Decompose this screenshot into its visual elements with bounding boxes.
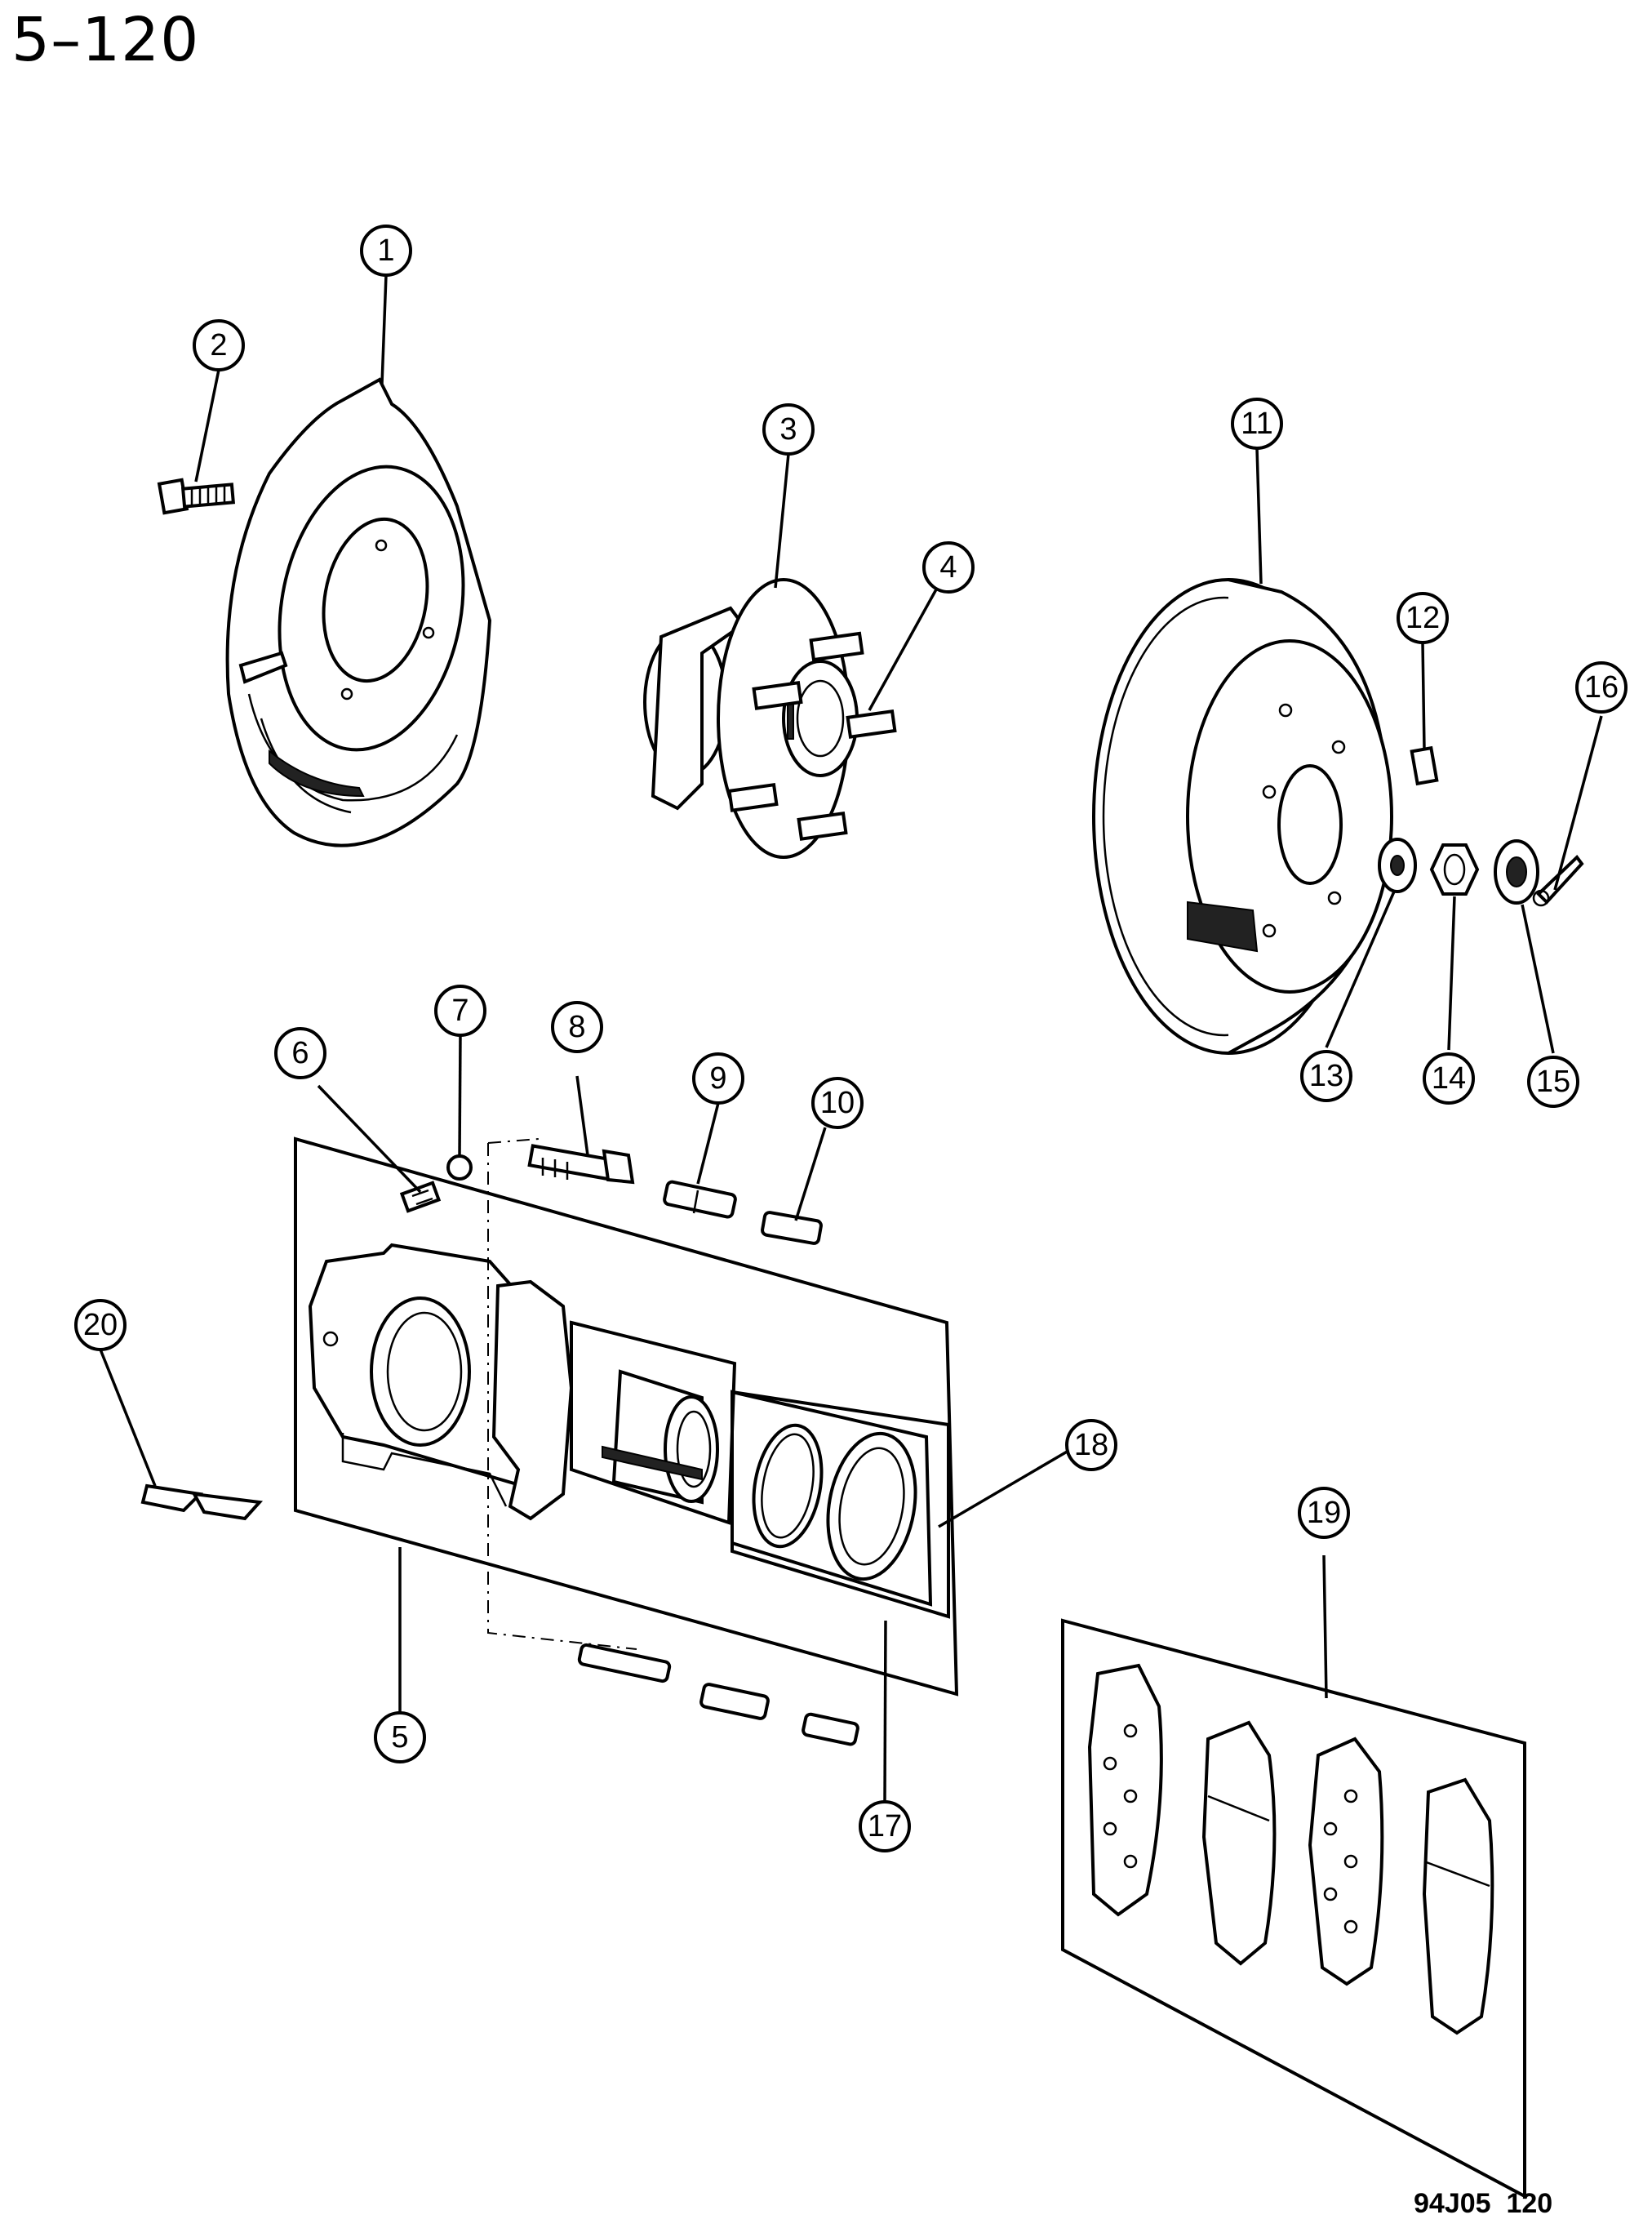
svg-text:3: 3 — [779, 412, 797, 447]
svg-text:11: 11 — [1241, 407, 1272, 441]
callout-6: 6 — [274, 1027, 326, 1079]
svg-text:2: 2 — [210, 328, 227, 362]
bleeder-cap — [446, 1154, 473, 1181]
svg-text:1: 1 — [377, 233, 394, 268]
caliper-body — [308, 1243, 574, 1521]
anti-rattle-clip — [140, 1483, 264, 1521]
svg-text:13: 13 — [1309, 1059, 1343, 1093]
callout-14: 14 — [1423, 1052, 1475, 1105]
callout-9: 9 — [692, 1052, 744, 1105]
brake-pads-box — [1061, 1618, 1526, 2199]
svg-text:9: 9 — [709, 1061, 726, 1096]
hub-nut — [1429, 843, 1480, 896]
figure-code: 94J05 120 — [1414, 2188, 1553, 2219]
svg-text:7: 7 — [451, 994, 469, 1028]
callout-1: 1 — [360, 225, 412, 277]
sleeve — [761, 1211, 823, 1245]
piston-seal — [752, 1423, 824, 1549]
svg-text:16: 16 — [1584, 670, 1619, 705]
svg-text:15: 15 — [1536, 1065, 1570, 1099]
hub-washer — [1378, 838, 1417, 893]
svg-text:8: 8 — [568, 1010, 585, 1044]
brake-pads — [1087, 1663, 1494, 2035]
svg-text:10: 10 — [820, 1086, 855, 1120]
callout-10: 10 — [811, 1077, 864, 1129]
lower-pins — [577, 1643, 859, 1746]
callout-7: 7 — [434, 985, 486, 1037]
svg-text:17: 17 — [868, 1809, 902, 1843]
callout-12: 12 — [1397, 592, 1449, 644]
wheel-studs — [727, 631, 897, 841]
page-number: 5–120 — [11, 5, 200, 75]
caliper-piston — [602, 1369, 719, 1505]
svg-text:12: 12 — [1406, 601, 1440, 635]
bleeder-screw — [399, 1181, 442, 1213]
callout-5: 5 — [374, 1711, 426, 1763]
nut-retainer-clip — [1410, 745, 1439, 786]
callout-16: 16 — [1575, 661, 1628, 714]
dust-boot — [826, 1431, 917, 1581]
leader-lines — [99, 274, 1603, 1803]
assembly-axis-upper — [487, 1138, 637, 1650]
callout-20: 20 — [74, 1299, 127, 1351]
caliper-bolt — [527, 1144, 635, 1185]
callout-4: 4 — [922, 541, 975, 594]
callout-11: 11 — [1231, 398, 1283, 450]
callout-2: 2 — [193, 319, 245, 371]
callout-17: 17 — [859, 1800, 911, 1852]
splash-shield — [225, 377, 492, 847]
svg-text:14: 14 — [1432, 1061, 1466, 1096]
svg-text:6: 6 — [291, 1036, 309, 1070]
seal-kit-box — [731, 1390, 950, 1619]
callout-18: 18 — [1065, 1419, 1117, 1471]
callout-15: 15 — [1527, 1056, 1579, 1108]
brake-rotor — [1092, 578, 1393, 1055]
nut-lock — [1494, 839, 1539, 905]
callout-19: 19 — [1298, 1487, 1350, 1539]
callout-3: 3 — [762, 403, 815, 456]
callout-13: 13 — [1300, 1050, 1352, 1102]
svg-text:19: 19 — [1307, 1496, 1341, 1530]
caliper-assembly-box — [294, 1136, 959, 1697]
callout-8: 8 — [551, 1001, 603, 1053]
svg-text:5: 5 — [391, 1720, 408, 1754]
svg-text:4: 4 — [939, 550, 957, 585]
piston-box — [570, 1320, 737, 1525]
cotter-pin — [1532, 854, 1584, 907]
svg-text:18: 18 — [1074, 1428, 1108, 1462]
bushing — [663, 1180, 737, 1219]
svg-text:20: 20 — [83, 1308, 118, 1342]
shield-bolt — [157, 478, 236, 515]
